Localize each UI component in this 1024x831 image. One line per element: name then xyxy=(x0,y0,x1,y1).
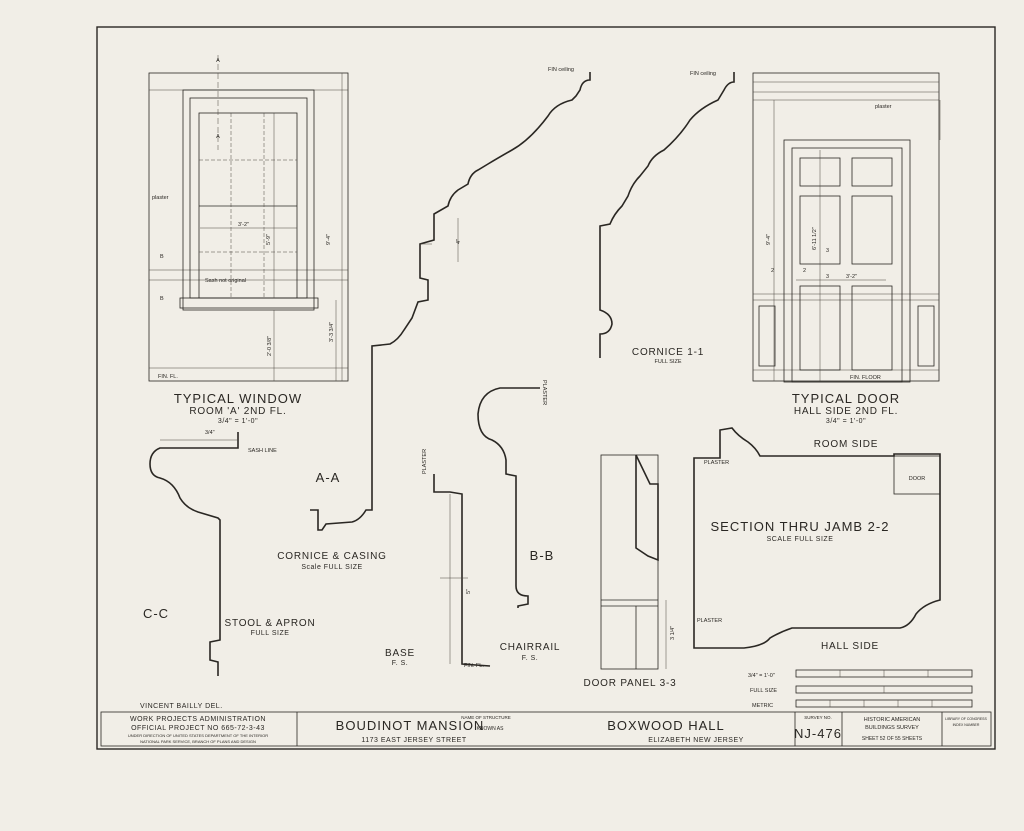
door-marker-2-left: 2 xyxy=(771,268,774,274)
window-title: TYPICAL WINDOW xyxy=(174,391,302,406)
base-scale: F. S. xyxy=(392,660,409,667)
survey-number: NJ-476 xyxy=(794,726,842,741)
cornice-title: CORNICE 1-1 xyxy=(632,347,704,358)
window-plaster-label: plaster xyxy=(152,195,169,201)
library-line-1: LIBRARY OF CONGRESS xyxy=(945,717,987,721)
window-section-a-top: A xyxy=(216,58,220,64)
fin-ceiling-label-1: FIN ceiling xyxy=(548,67,574,73)
window-subtitle: ROOM 'A' 2ND FL. xyxy=(189,406,286,417)
panel-dim: 3 1/4" xyxy=(670,626,676,640)
plaster-label-base: PLASTER xyxy=(422,449,428,474)
chairrail-profile xyxy=(477,387,540,608)
base-fin-floor: FIN. FL. xyxy=(464,663,484,669)
scale-bars xyxy=(795,669,973,708)
window-dim-width: 3'-2" xyxy=(238,222,249,228)
habs-line-2: BUILDINGS SURVEY xyxy=(865,725,919,731)
section-aa-label: A-A xyxy=(316,470,341,485)
agency-line-4: NATIONAL PARK SERVICE, BRANCH OF PLANS A… xyxy=(140,739,256,744)
door-panel-title: DOOR PANEL 3-3 xyxy=(584,678,677,689)
cornice-casing-title: CORNICE & CASING xyxy=(277,551,386,562)
plaster-label-bb: PLASTER xyxy=(541,380,547,405)
known-as: KNOWN AS xyxy=(477,726,505,732)
alternate-name: BOXWOOD HALL xyxy=(607,718,724,733)
scale-label-2: FULL SIZE xyxy=(750,688,777,694)
window-fin-floor: FIN. FL. xyxy=(158,374,178,380)
hall-side-label: HALL SIDE xyxy=(821,641,879,652)
door-panel-section xyxy=(600,454,667,670)
stool-scale: FULL SIZE xyxy=(251,630,290,637)
cornice-casing-scale: Scale FULL SIZE xyxy=(301,564,362,571)
typical-window-elevation xyxy=(148,55,349,382)
door-marker-3-top: 3 xyxy=(826,248,829,254)
scale-label-3: METRIC xyxy=(752,703,773,709)
door-marker-3-bottom: 3 xyxy=(826,274,829,280)
scale-label-1: 3/4" = 1'-0" xyxy=(748,673,775,679)
sash-line-label: SASH LINE xyxy=(248,448,277,454)
window-sash-note: Sash not original xyxy=(205,278,246,284)
door-fin-floor: FIN. FLOOR xyxy=(850,375,881,381)
fin-ceiling-label-2: FIN ceiling xyxy=(690,71,716,77)
agency-line-3: UNDER DIRECTION OF UNITED STATES DEPARTM… xyxy=(128,733,268,738)
base-profile xyxy=(433,474,491,667)
door-marker-2-right: 2 xyxy=(803,268,806,274)
room-side-label: ROOM SIDE xyxy=(814,439,878,450)
jamb-section-outline xyxy=(693,427,941,649)
jamb-scale: SCALE FULL SIZE xyxy=(767,536,834,543)
cornice-dim-4: 4" xyxy=(456,239,462,244)
chairrail-title: CHAIRRAIL xyxy=(500,642,561,653)
jamb-plaster-2: PLASTER xyxy=(697,618,722,624)
window-section-a-mid: A xyxy=(216,134,220,140)
window-dim-lower: 3'-3 3/4" xyxy=(329,322,335,342)
stool-title: STOOL & APRON xyxy=(225,618,316,629)
door-dim-height: 9'-4" xyxy=(766,234,772,245)
window-scale: 3/4" = 1'-0" xyxy=(218,418,258,425)
typical-door-elevation xyxy=(752,72,941,383)
survey-no-label: SURVEY NO. xyxy=(804,715,832,720)
delineator: VINCENT BAILLY DEL. xyxy=(140,703,223,710)
door-plaster-label: plaster xyxy=(875,104,892,110)
stool-dim: 3/4" xyxy=(205,430,215,436)
name-of-structure-label: NAME OF STRUCTURE xyxy=(461,715,511,720)
window-dim-sill: 2'-0 3/8" xyxy=(267,336,273,356)
window-dim-height: 9'-4" xyxy=(326,234,332,245)
door-label: DOOR xyxy=(909,476,926,482)
section-bb-label: B-B xyxy=(530,548,555,563)
sheet-border xyxy=(96,26,996,750)
jamb-plaster-1: PLASTER xyxy=(704,460,729,466)
address: 1173 EAST JERSEY STREET xyxy=(361,737,466,744)
door-dim-door-height: 6'-11 1/2" xyxy=(812,227,818,250)
cornice-scale: FULL SIZE xyxy=(655,359,682,365)
door-subtitle: HALL SIDE 2ND FL. xyxy=(794,406,898,417)
agency-line-1: WORK PROJECTS ADMINISTRATION xyxy=(130,716,266,723)
library-line-2: INDEX NUMBER xyxy=(953,723,980,727)
chairrail-scale: F. S. xyxy=(522,655,539,662)
sheet-number: SHEET 52 OF 55 SHEETS xyxy=(862,736,923,742)
stool-apron-profile xyxy=(149,432,239,676)
door-title: TYPICAL DOOR xyxy=(792,391,900,406)
door-scale: 3/4" = 1'-0" xyxy=(826,418,866,425)
location: ELIZABETH NEW JERSEY xyxy=(648,737,744,744)
cornice-casing-profile xyxy=(310,72,591,531)
window-section-b-bottom: B xyxy=(160,296,164,302)
title-block xyxy=(100,711,992,747)
habs-line-1: HISTORIC AMERICAN xyxy=(864,717,920,723)
base-dim-5: 5" xyxy=(466,589,472,594)
window-section-b-top: B xyxy=(160,254,164,260)
jamb-title: SECTION THRU JAMB 2-2 xyxy=(711,519,890,534)
window-dim-sash-height: 5'-9" xyxy=(266,234,272,245)
structure-name: BOUDINOT MANSION xyxy=(336,718,485,733)
base-title: BASE xyxy=(385,648,415,659)
agency-line-2: OFFICIAL PROJECT NO 665-72-3-43 xyxy=(131,725,265,732)
cornice-1-1-profile xyxy=(599,72,735,358)
section-cc-label: C-C xyxy=(143,606,169,621)
door-dim-width: 3'-2" xyxy=(846,274,857,280)
